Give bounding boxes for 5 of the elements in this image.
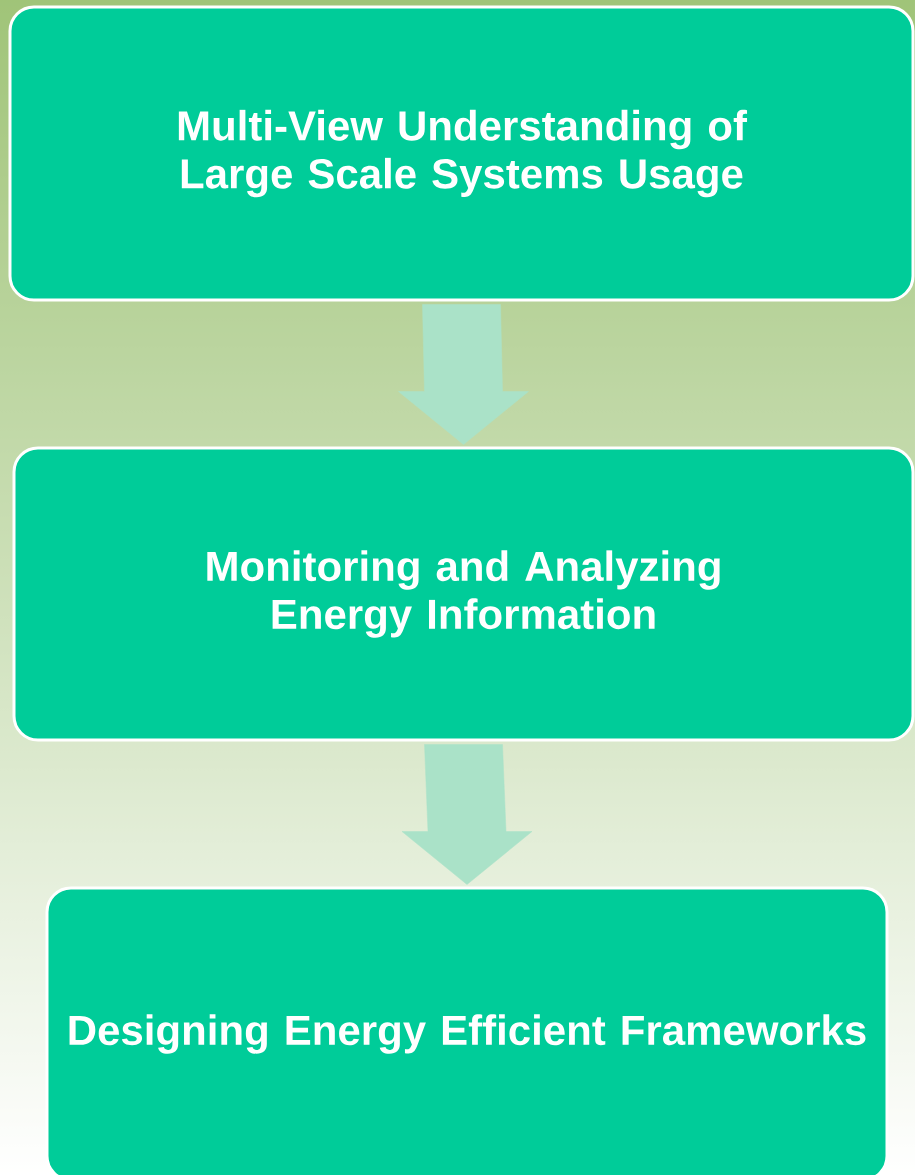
process-box: Multi-View Understanding of Large Scale Systems Usage (8, 5, 915, 302)
block-arrow (401, 744, 533, 885)
process-box: Designing Energy Efficient Frameworks (45, 886, 889, 1175)
process-box: Monitoring and Analyzing Energy Information (12, 446, 915, 742)
block-arrow (398, 304, 529, 445)
